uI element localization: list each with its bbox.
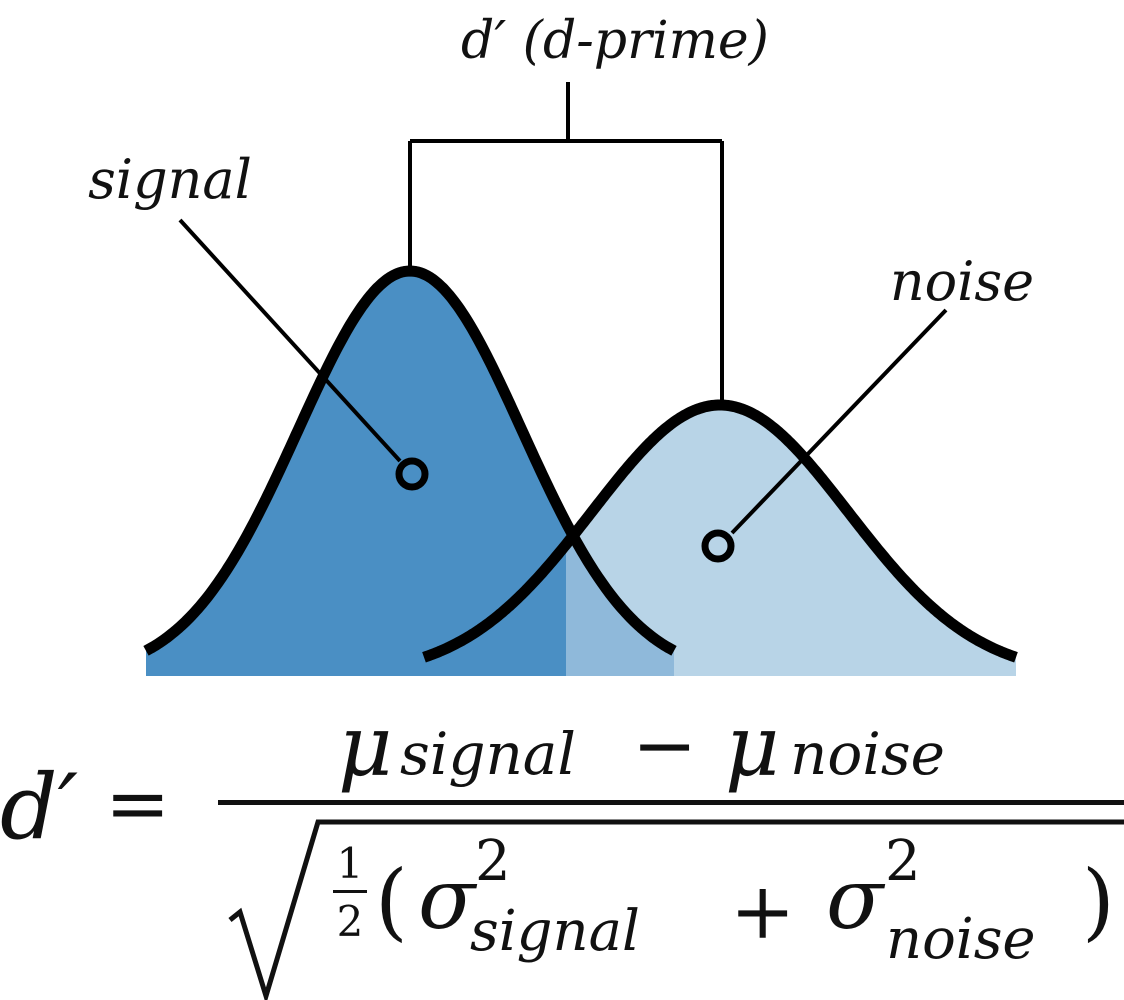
- signal-label: signal: [88, 148, 252, 211]
- formula-lhs: d′: [0, 755, 78, 860]
- denominator-half-bar: [333, 890, 367, 893]
- noise-label: noise: [890, 250, 1034, 313]
- noise-distribution-curve: [420, 399, 1020, 663]
- d-prime-bracket: [408, 82, 724, 404]
- signal-leader-line: [178, 218, 402, 463]
- denominator-half-denominator: 2: [337, 897, 364, 946]
- d-prime-title: d′ (d-prime): [461, 11, 769, 71]
- denominator-right-paren: ): [1082, 852, 1115, 950]
- numerator-signal-subscript: signal: [400, 720, 576, 788]
- numerator-mu-noise: μ: [725, 697, 780, 795]
- numerator-noise-subscript: noise: [790, 720, 945, 788]
- denominator-sigma-noise: σ: [826, 850, 886, 948]
- denominator-sigma-signal: σ: [418, 850, 478, 948]
- denominator-signal-square: 2: [475, 829, 511, 894]
- formula-fraction-bar: [218, 800, 1124, 805]
- denominator-signal-subscript: signal: [470, 899, 640, 964]
- numerator-mu-signal: μ: [338, 697, 393, 795]
- denominator-noise-square: 2: [885, 829, 921, 894]
- denominator-noise-subscript: noise: [886, 907, 1036, 972]
- noise-leader-line: [730, 308, 948, 535]
- noise-mean-marker: [701, 529, 735, 563]
- signal-mean-marker: [395, 457, 429, 491]
- d-prime-formula: d′ = μ signal − μ noise 1 2 ( σ 2 signal…: [0, 697, 1124, 1000]
- formula-equals: =: [105, 759, 170, 849]
- formula-square-root-sign: [228, 819, 1124, 1000]
- denominator-half-numerator: 1: [337, 839, 364, 888]
- denominator-plus: +: [730, 867, 795, 957]
- denominator-left-paren: (: [375, 852, 408, 950]
- signal-distribution-curve: [142, 265, 678, 656]
- numerator-minus: −: [632, 701, 697, 791]
